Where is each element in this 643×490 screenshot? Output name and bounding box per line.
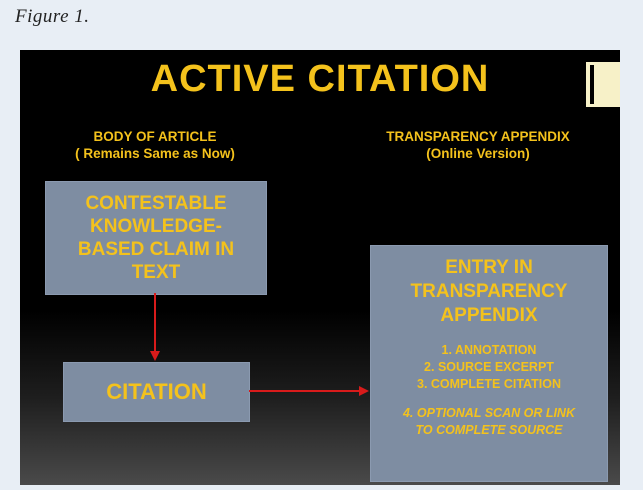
slide: ACTIVE CITATION BODY OF ARTICLE ( Remain… — [20, 50, 620, 485]
entry-title: ENTRY IN TRANSPARENCY APPENDIX — [371, 256, 607, 328]
entry-title-line: TRANSPARENCY — [410, 281, 568, 302]
right-heading-line: (Online Version) — [426, 146, 530, 161]
left-heading-line: ( Remains Same as Now) — [75, 146, 235, 161]
entry-list-item: 1. ANNOTATION — [441, 343, 537, 357]
slide-title: ACTIVE CITATION — [150, 58, 490, 100]
claim-line: BASED CLAIM IN — [77, 239, 235, 260]
claim-line: KNOWLEDGE- — [90, 216, 222, 237]
left-heading-line: BODY OF ARTICLE — [93, 129, 217, 144]
corner-mark — [586, 62, 620, 107]
figure-caption: Figure 1. — [15, 6, 90, 27]
citation-label: CITATION — [106, 379, 207, 404]
entry-list: 1. ANNOTATION 2. SOURCE EXCERPT 3. COMPL… — [371, 342, 607, 393]
entry-optional-line: TO COMPLETE SOURCE — [415, 423, 563, 437]
left-column-heading: BODY OF ARTICLE ( Remains Same as Now) — [45, 128, 265, 162]
right-heading-line: TRANSPARENCY APPENDIX — [386, 129, 570, 144]
arrows — [150, 293, 369, 396]
claim-line: CONTESTABLE — [85, 193, 227, 214]
entry-title-line: APPENDIX — [440, 305, 538, 326]
claim-box: CONTESTABLE KNOWLEDGE- BASED CLAIM IN TE… — [45, 181, 267, 295]
entry-list-item: 3. COMPLETE CITATION — [417, 377, 561, 391]
right-column-heading: TRANSPARENCY APPENDIX (Online Version) — [358, 128, 598, 162]
entry-list-item: 2. SOURCE EXCERPT — [424, 360, 554, 374]
entry-optional-line: 4. OPTIONAL SCAN OR LINK — [402, 406, 575, 420]
claim-line: TEXT — [131, 262, 181, 283]
appendix-entry-box: ENTRY IN TRANSPARENCY APPENDIX 1. ANNOTA… — [370, 245, 608, 482]
entry-title-line: ENTRY IN — [445, 257, 533, 278]
citation-box: CITATION — [63, 362, 250, 422]
entry-optional: 4. OPTIONAL SCAN OR LINK TO COMPLETE SOU… — [371, 405, 607, 439]
